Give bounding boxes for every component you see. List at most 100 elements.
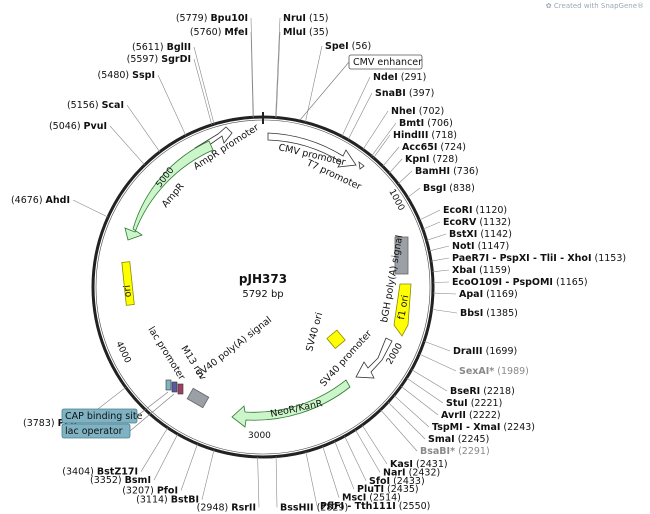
enzyme-leader-line — [347, 92, 373, 140]
enzyme-label: XbaI (1159) — [452, 265, 511, 276]
enzyme-leader-line — [432, 292, 457, 295]
enzyme-leader-line — [419, 353, 457, 372]
enzyme-leader-line — [275, 31, 281, 118]
enzyme-leader-line — [193, 46, 215, 125]
enzyme-leader-line — [432, 269, 450, 273]
enzyme-label: EcoRI (1120) — [443, 205, 507, 216]
enzyme-label: (5046) PvuI — [49, 121, 107, 132]
enzyme-label: BsgI (838) — [423, 183, 475, 194]
feature-m13-mark — [177, 383, 184, 395]
feature-f1-ori — [393, 283, 412, 337]
enzyme-label: NruI (15) — [283, 13, 328, 24]
enzyme-label: BmtI (706) — [399, 118, 453, 129]
enzyme-leader-line — [344, 436, 367, 481]
enzyme-leader-line — [387, 401, 426, 440]
enzyme-label: BseRI (2218) — [450, 386, 515, 397]
enzyme-label: MluI (35) — [283, 27, 329, 38]
enzyme-label: DraIII (1699) — [453, 346, 517, 357]
cmv-enhancer-leader — [299, 61, 350, 121]
enzyme-leader-line — [193, 58, 213, 125]
enzyme-label: (3114) BstBI — [136, 495, 199, 506]
enzyme-label: AvrII (2222) — [441, 410, 501, 421]
enzyme-leader-line — [407, 187, 421, 198]
enzyme-leader-line — [322, 446, 340, 498]
enzyme-leader-line — [424, 340, 451, 352]
feature-ori — [121, 261, 135, 306]
enzyme-label: (5156) ScaI — [67, 100, 124, 111]
enzyme-leader-line — [411, 369, 448, 392]
plasmid-name: pJH373 — [239, 272, 287, 286]
enzyme-leader-line — [109, 125, 145, 166]
enzyme-label: (3404) BstZ17I — [62, 467, 138, 478]
feature-t7-promoter — [358, 161, 365, 170]
enzyme-label: ApaI (1169) — [459, 289, 518, 300]
enzyme-label: KasI (2431) — [390, 459, 448, 470]
feature-label-sv40-polya: SV40 poly(A) signal — [194, 315, 274, 381]
feature-label-cmv-enhancer: CMV enhancer — [353, 57, 422, 68]
enzyme-label: PaeR7I - PspXI - TliI - XhoI (1153) — [452, 253, 626, 264]
feature-sv40-polya — [186, 387, 210, 409]
feature-label-ori: ori — [122, 284, 134, 297]
enzyme-label: PflFI - Tth111I (2550) — [320, 501, 430, 512]
enzyme-leader-line — [153, 433, 178, 481]
enzyme-label: SfoI (2433) — [369, 476, 425, 487]
enzyme-leader-line — [397, 170, 413, 185]
enzyme-leader-line — [429, 245, 450, 252]
watermark: ✿ Created with SnapGene® — [545, 2, 644, 10]
feature-label-sv40-ori: SV40 ori — [304, 311, 325, 352]
enzyme-leader-line — [406, 377, 444, 404]
enzyme-label: (5611) BglII — [132, 42, 191, 53]
enzyme-label: BssHII (2829) — [280, 502, 348, 513]
enzyme-label: (5597) SgrDI — [127, 54, 191, 65]
enzyme-leader-line — [72, 199, 109, 218]
feature-lac-operator-mark — [171, 381, 178, 393]
cap-leader — [136, 391, 169, 417]
enzyme-leader-line — [371, 122, 397, 157]
feature-label-lac-promoter: lac promoter — [145, 325, 187, 382]
enzyme-label: (5760) MfeI — [190, 27, 248, 38]
lac-operator-leader — [129, 393, 175, 432]
enzyme-label: SmaI (2245) — [428, 434, 489, 445]
enzyme-leader-line — [380, 409, 418, 452]
backbone-inner-circle — [95, 119, 431, 455]
enzyme-label: NarI (2432) — [383, 467, 440, 478]
enzyme-leader-line — [431, 308, 458, 314]
feature-label-f1-ori: f1 ori — [396, 294, 411, 320]
enzyme-leader-line — [430, 257, 450, 262]
enzyme-label: MscI (2514) — [342, 493, 401, 504]
plasmid-size: 5792 bp — [242, 289, 283, 300]
enzyme-label: NotI (1147) — [452, 241, 509, 252]
enzyme-label: SexAI* (1989) — [459, 366, 529, 377]
feature-label-neor: NeoR/KanR — [269, 398, 324, 420]
enzyme-label: EcoO109I - PspOMI (1165) — [452, 277, 588, 288]
enzyme-leader-line — [275, 17, 281, 118]
feature-ampr — [124, 140, 214, 241]
enzyme-leader-line — [250, 17, 254, 118]
enzyme-leader-line — [389, 158, 403, 174]
backbone-circle — [91, 115, 435, 459]
enzyme-leader-line — [393, 395, 430, 428]
enzyme-leader-line — [157, 74, 187, 136]
enzyme-label: SpeI (56) — [325, 41, 371, 52]
enzyme-leader-line — [201, 449, 215, 500]
enzyme-label: (3207) PfoI — [122, 486, 178, 497]
enzyme-leader-line — [361, 424, 388, 465]
enzyme-label: KpnI (728) — [405, 154, 458, 165]
enzyme-label: Acc65I (724) — [402, 142, 466, 153]
enzyme-label: (3783) PciI — [23, 418, 77, 429]
enzyme-label: BamHI (736) — [415, 166, 479, 177]
enzyme-leader-line — [334, 441, 355, 490]
enzyme-leader-line — [419, 209, 441, 221]
enzyme-leader-line — [432, 281, 450, 283]
enzyme-label: BsaBI* (2291) — [420, 446, 490, 457]
snapgene-logo-icon: ✿ — [545, 2, 552, 10]
enzyme-leader-line — [140, 427, 168, 472]
enzyme-label-layer: (5779) Bpu10I(5760) MfeI(5611) BglII(559… — [11, 13, 626, 513]
enzyme-leader-line — [422, 221, 441, 230]
enzyme-leader-line — [275, 456, 278, 508]
enzyme-label: HindIII (718) — [393, 130, 457, 141]
enzyme-label: NheI (702) — [391, 106, 444, 117]
feature-neor — [231, 379, 351, 428]
enzyme-leader-line — [126, 104, 161, 153]
